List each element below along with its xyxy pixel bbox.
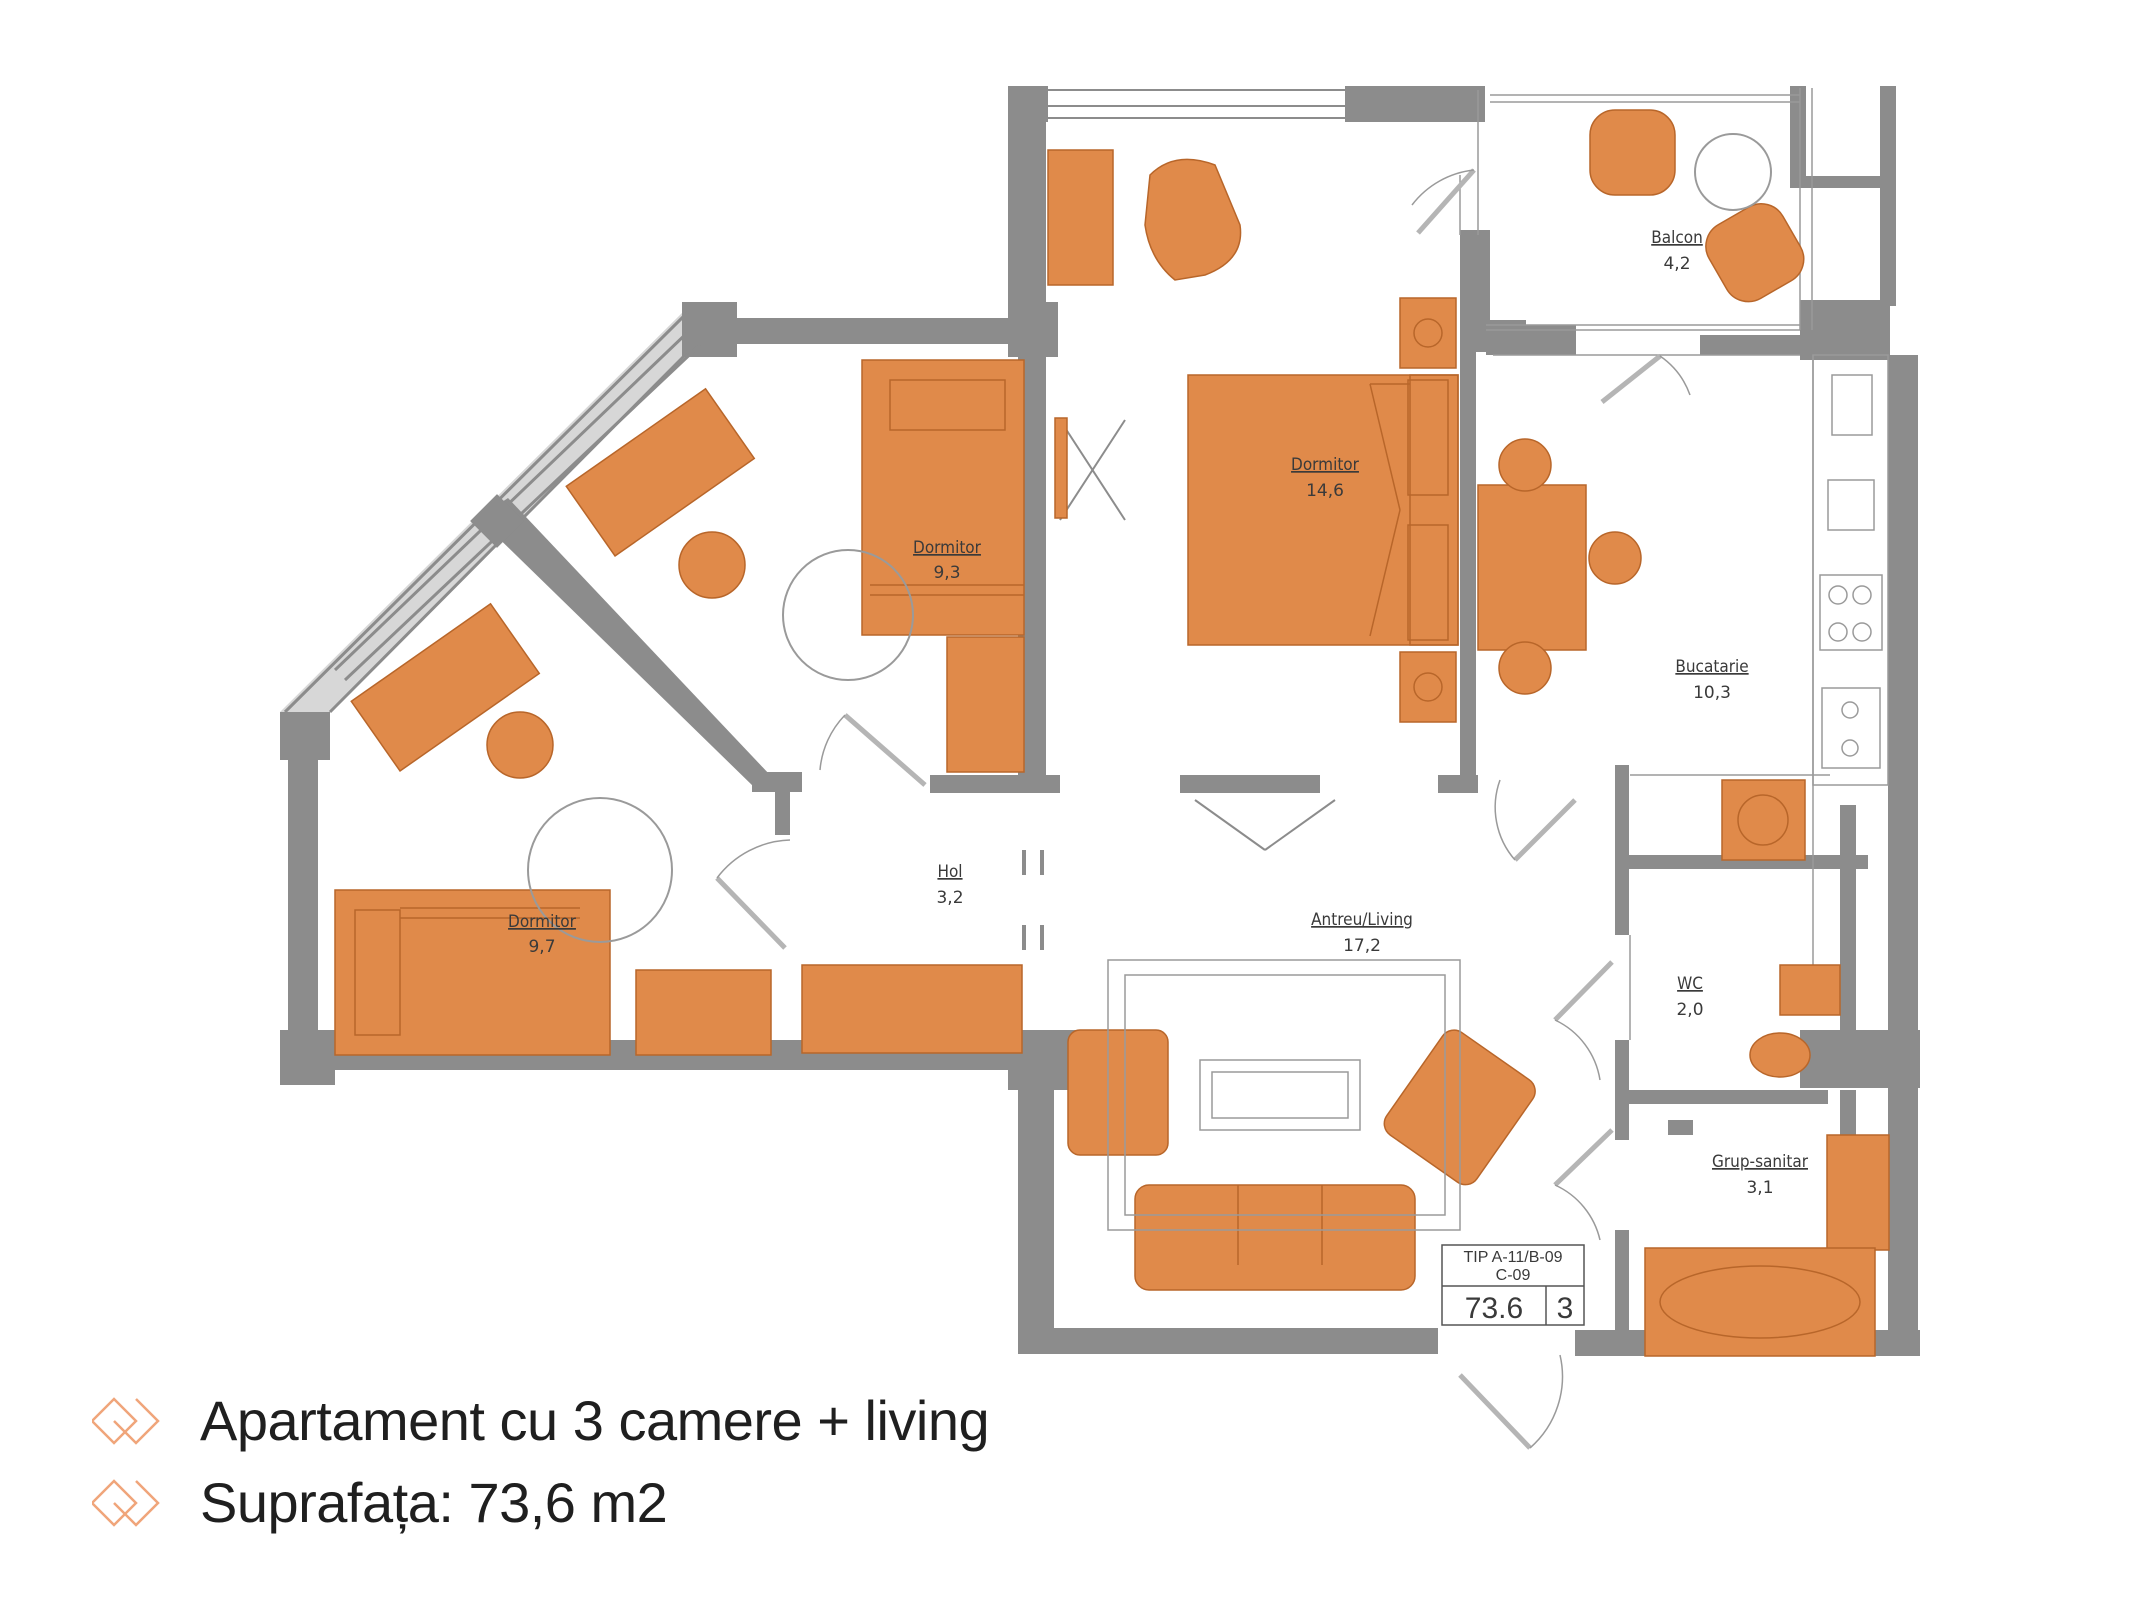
diamond-icon — [92, 1396, 160, 1445]
single-bed — [861, 359, 1025, 636]
desk — [565, 387, 756, 558]
tip-area: 73.6 — [1465, 1292, 1523, 1325]
nightstand — [1399, 297, 1457, 369]
room-area: 10,3 — [1693, 683, 1731, 703]
room-name: Grup-sanitar — [1712, 1152, 1809, 1172]
toilet — [1779, 964, 1841, 1016]
chair — [486, 711, 554, 779]
room-area: 17,2 — [1343, 936, 1381, 956]
tip-subcode: C-09 — [1496, 1267, 1531, 1284]
shower-tray — [1826, 1134, 1890, 1251]
wardrobe — [635, 969, 772, 1056]
room-name: Balcon — [1651, 228, 1703, 248]
desk — [350, 602, 541, 773]
kitchen-counter — [1812, 354, 1889, 786]
top-window — [1048, 89, 1345, 119]
chair — [678, 531, 746, 599]
sofa — [1134, 1184, 1416, 1291]
sink — [1749, 1032, 1811, 1078]
room-area: 9,7 — [528, 937, 555, 957]
chair — [1588, 531, 1642, 585]
room-area: 2,0 — [1676, 1000, 1703, 1020]
round-rugs — [527, 133, 1772, 943]
room-name: Dormitor — [1291, 455, 1360, 475]
tip-box: TIP A-11/B-09 C-09 73.6 3 — [1441, 1244, 1585, 1326]
chair — [1498, 641, 1552, 695]
wardrobe — [946, 636, 1025, 773]
caption-rooms-text: Apartament cu 3 camere + living — [200, 1389, 990, 1452]
room-area: 9,3 — [933, 563, 960, 583]
nightstand — [1399, 651, 1457, 723]
room-labels: Dormitor 14,6 Dormitor 9,3 Dormitor 9,7 … — [508, 228, 1809, 1198]
doors — [715, 168, 1662, 1450]
dresser — [1047, 149, 1114, 286]
room-name: Hol — [937, 862, 962, 882]
tip-rooms: 3 — [1557, 1292, 1574, 1325]
chair — [1498, 438, 1552, 492]
furniture — [334, 109, 1890, 1357]
room-name: Bucatarie — [1675, 657, 1748, 677]
sliding-panels — [1059, 419, 1336, 851]
bathtub — [1644, 1247, 1876, 1357]
rug — [1107, 959, 1461, 1231]
caption-area-text: Suprafața: 73,6 m2 — [200, 1471, 668, 1534]
room-area: 3,2 — [936, 888, 963, 908]
room-name: Antreu/Living — [1311, 910, 1413, 930]
room-area: 14,6 — [1306, 481, 1344, 501]
armchair — [1144, 158, 1242, 281]
dining-table — [1477, 484, 1587, 651]
caption-rooms: Apartament cu 3 camere + living — [92, 1388, 990, 1453]
tip-code: TIP A-11/B-09 — [1463, 1249, 1562, 1266]
washing-machine — [1721, 779, 1806, 861]
room-area: 4,2 — [1663, 254, 1690, 274]
door-arcs — [716, 169, 1691, 1449]
wardrobe — [801, 964, 1023, 1054]
caption-area: Suprafața: 73,6 m2 — [92, 1470, 668, 1535]
diamond-icon — [92, 1478, 160, 1527]
double-bed — [1187, 374, 1459, 646]
room-area: 3,1 — [1746, 1178, 1773, 1198]
room-name: Dormitor — [508, 912, 577, 932]
armchair — [1067, 1029, 1169, 1156]
room-name: Dormitor — [913, 538, 982, 558]
armchair — [1589, 109, 1676, 196]
armchair — [1705, 203, 1805, 303]
room-name: WC — [1677, 974, 1703, 994]
